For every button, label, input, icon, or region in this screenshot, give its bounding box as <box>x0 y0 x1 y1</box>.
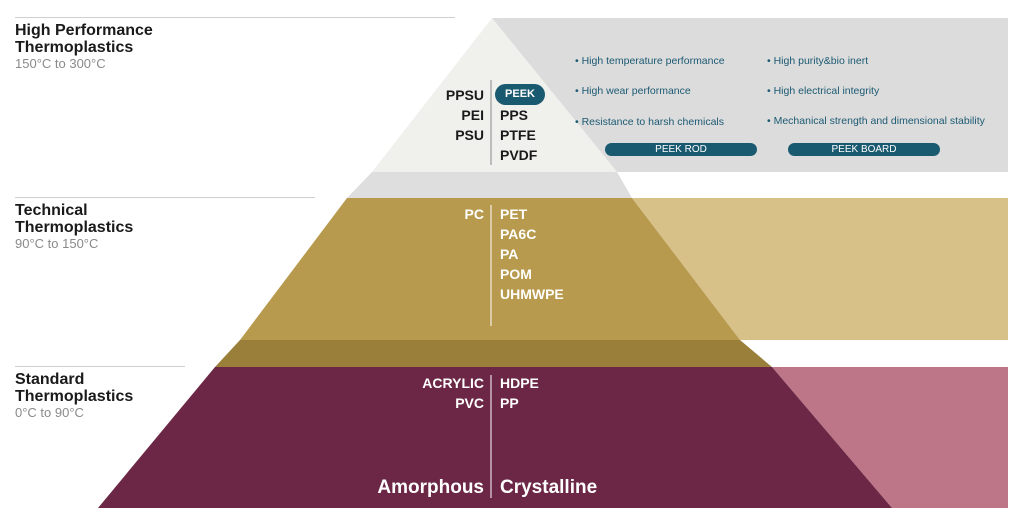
material-item: POM <box>500 266 532 282</box>
material-item: PC <box>464 206 484 222</box>
bottom-tier-panel <box>772 367 1008 508</box>
material-item: PTFE <box>500 127 536 143</box>
material-item: HDPE <box>500 375 539 391</box>
peek-feature: • Resistance to harsh chemicals <box>575 116 724 128</box>
material-item: ACRYLIC <box>422 375 484 391</box>
bottom-tier-shape <box>98 367 892 508</box>
peek-rod-button[interactable]: PEEK ROD <box>605 143 757 156</box>
middle-connector <box>215 340 772 367</box>
middle-tier-panel <box>632 198 1008 340</box>
peek-feature: • High wear performance <box>575 85 691 97</box>
peek-feature: • Mechanical strength and dimensional st… <box>767 115 985 127</box>
technical-crystalline-list: PET PA6C PA POM UHMWPE <box>500 204 564 304</box>
standard-amorphous-list: ACRYLIC PVC <box>422 373 484 413</box>
technical-amorphous-list: PC <box>465 204 484 224</box>
high-amorphous-list: PPSU PEI PSU <box>446 85 484 145</box>
amorphous-axis-label: Amorphous <box>377 477 484 498</box>
standard-crystalline-list: HDPE PP <box>500 373 539 413</box>
material-item: PPSU <box>445 87 484 103</box>
tier-title-line2: Thermoplastics <box>15 219 134 236</box>
tier-title-line1: Standard <box>15 371 85 388</box>
tier-label-high: High Performance Thermoplastics 150°C to… <box>15 22 153 72</box>
material-item: PET <box>500 206 528 222</box>
top-connector <box>347 172 632 198</box>
crystalline-axis-label: Crystalline <box>500 477 598 498</box>
top-tier-panel <box>492 18 1008 172</box>
tier-title-line1: High Performance <box>15 22 153 39</box>
tier-label-standard: Standard Thermoplastics 0°C to 90°C <box>15 371 133 421</box>
material-item: PA <box>500 246 519 262</box>
tier-label-technical: Technical Thermoplastics 90°C to 150°C <box>15 202 133 252</box>
tier-title-line2: Thermoplastics <box>15 388 134 405</box>
tier-range: 0°C to 90°C <box>15 405 84 420</box>
material-item: PVDF <box>500 147 538 163</box>
material-item: PPS <box>500 107 529 123</box>
middle-tier-shape <box>240 198 740 340</box>
peek-feature: • High electrical integrity <box>767 85 880 97</box>
material-item: PSU <box>455 127 484 143</box>
material-item: PP <box>500 395 519 411</box>
material-item: PVC <box>455 395 484 411</box>
rule-top <box>15 17 455 18</box>
rule-bottom <box>15 366 185 367</box>
peek-feature: • High purity&bio inert <box>767 55 869 67</box>
tier-range: 150°C to 300°C <box>15 56 106 71</box>
top-tier-shape <box>372 18 617 172</box>
tier-title-line1: Technical <box>15 202 88 219</box>
tier-range: 90°C to 150°C <box>15 236 99 251</box>
peek-board-button[interactable]: PEEK BOARD <box>788 143 940 156</box>
high-crystalline-list: PPS PTFE PVDF <box>500 105 537 165</box>
peek-feature: • High temperature performance <box>575 55 725 67</box>
material-item: PA6C <box>500 226 537 242</box>
tier-title-line2: Thermoplastics <box>15 39 134 56</box>
rule-middle <box>15 197 315 198</box>
peek-highlight-badge[interactable]: PEEK <box>495 84 545 105</box>
material-item: UHMWPE <box>500 286 564 302</box>
material-item: PEI <box>461 107 484 123</box>
